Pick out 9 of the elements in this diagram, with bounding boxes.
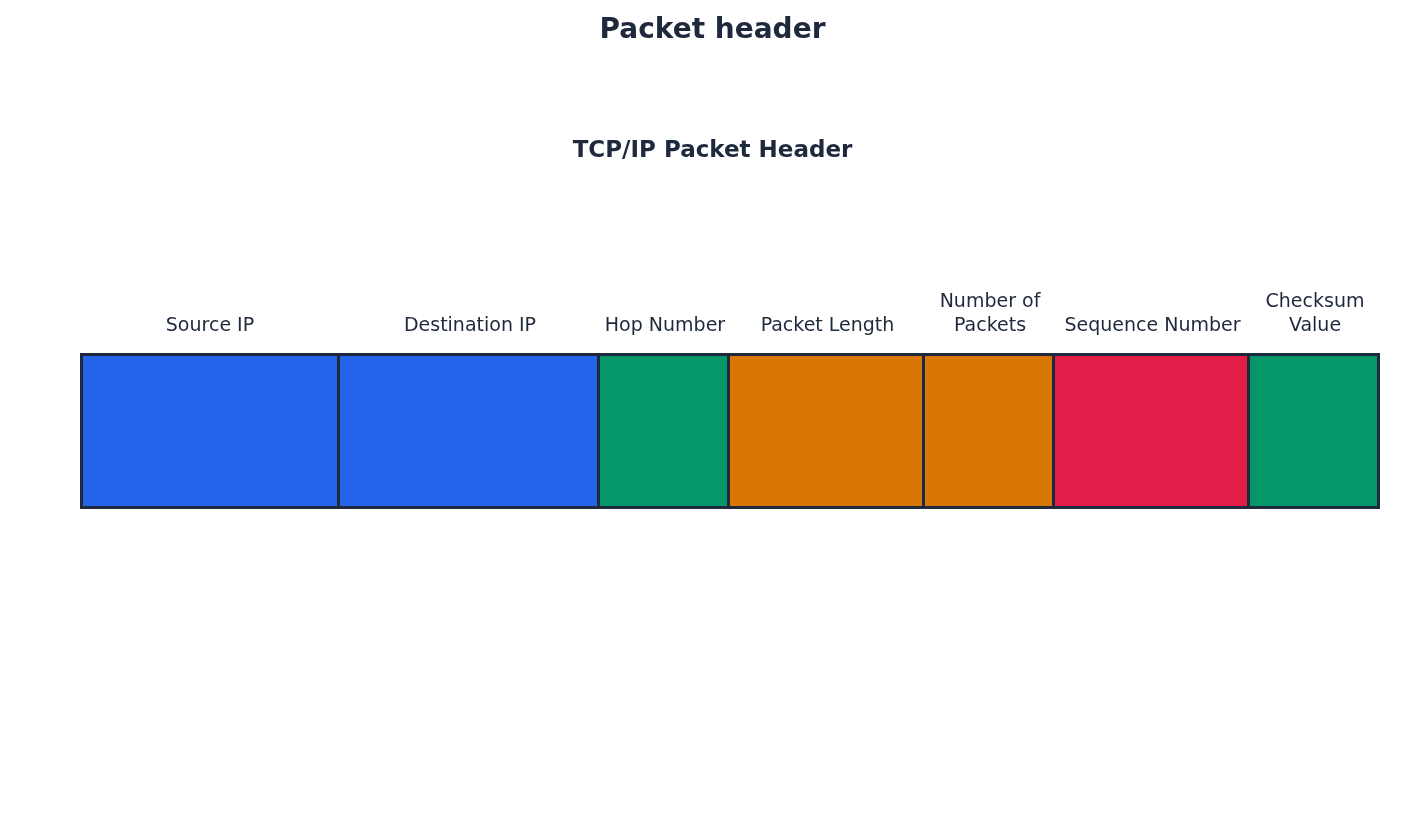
field-label: Source IP [165,312,255,336]
field-label: Number of Packets [938,288,1042,336]
field-label: Packet Length [760,312,895,336]
diagram-title: Packet header [599,12,826,45]
chart-subtitle: TCP/IP Packet Header [572,136,853,162]
field-label: Hop Number [604,312,726,336]
field-label: Destination IP [403,312,537,336]
field-label: Sequence Number [1064,312,1241,336]
field-label: Checksum Value [1264,288,1366,336]
